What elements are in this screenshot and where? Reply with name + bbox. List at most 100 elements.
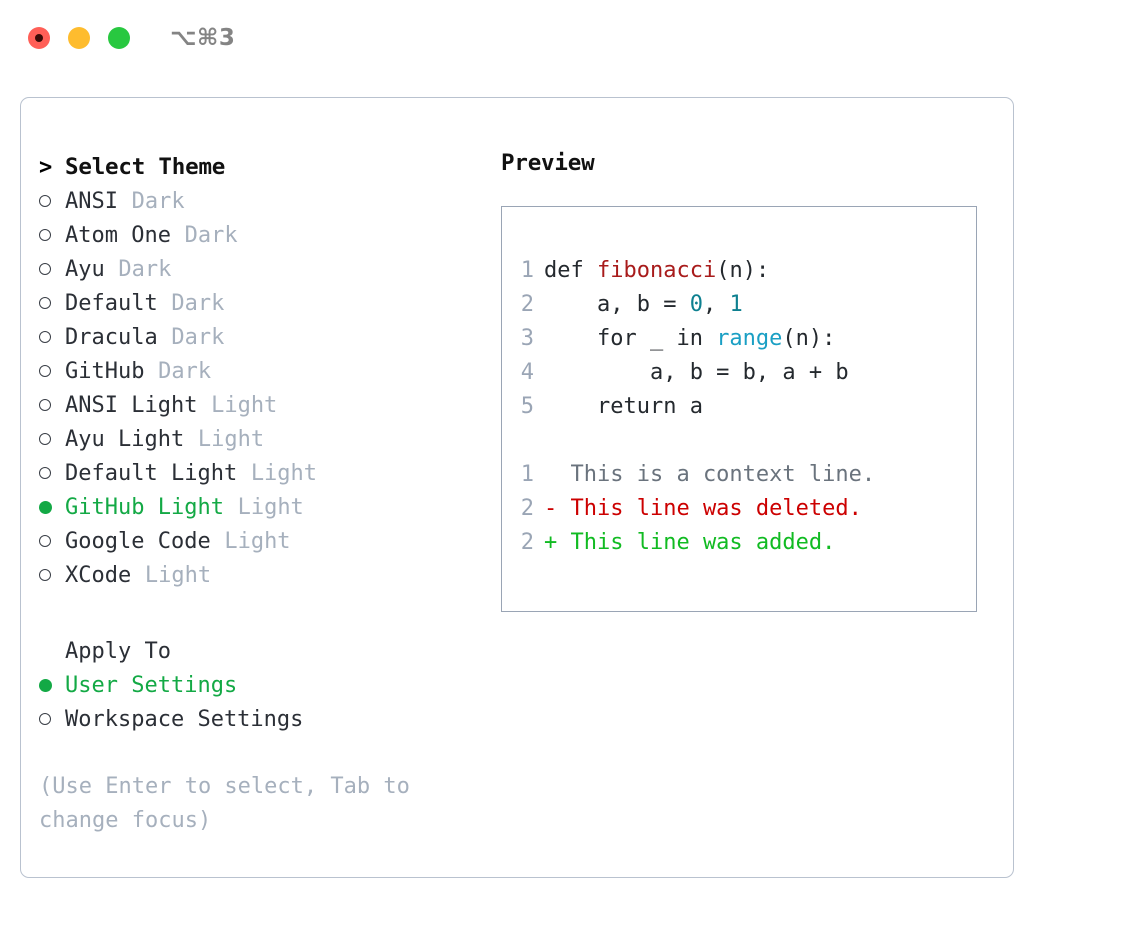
code-token: , bbox=[702, 291, 730, 317]
theme-item-tag: Light bbox=[144, 562, 212, 588]
code-diff-spacer bbox=[502, 423, 976, 457]
radio-unselected-icon[interactable] bbox=[39, 467, 65, 479]
theme-item-tag: Dark bbox=[171, 324, 225, 350]
line-number: 4 bbox=[520, 359, 534, 385]
hint-line-1: (Use Enter to select, Tab to bbox=[39, 774, 410, 799]
close-button[interactable] bbox=[28, 27, 50, 49]
radio-unselected-icon[interactable] bbox=[39, 229, 65, 241]
code-line-content: def fibonacci(n): bbox=[544, 258, 769, 283]
radio-dot bbox=[39, 433, 51, 445]
radio-unselected-icon[interactable] bbox=[39, 365, 65, 377]
apply-to-option[interactable]: User Settings bbox=[39, 668, 469, 702]
radio-unselected-icon[interactable] bbox=[39, 399, 65, 411]
radio-dot bbox=[39, 535, 51, 547]
theme-item-label: Ayu bbox=[65, 256, 105, 282]
theme-item-label: Default Light bbox=[65, 460, 238, 486]
radio-dot bbox=[39, 467, 51, 479]
theme-item-tag: Dark bbox=[184, 222, 238, 248]
select-theme-label: Select Theme bbox=[65, 154, 226, 180]
radio-unselected-icon[interactable] bbox=[39, 535, 65, 547]
theme-item[interactable]: Dracula Dark bbox=[39, 320, 469, 354]
code-line: 4 a, b = b, a + b bbox=[502, 355, 976, 389]
theme-item-label: ANSI Light bbox=[65, 392, 198, 418]
theme-item-tag: Dark bbox=[118, 256, 172, 282]
theme-item-tag: Dark bbox=[171, 290, 225, 316]
apply-to-option-label: User Settings bbox=[65, 672, 238, 698]
code-line: 5 return a bbox=[502, 389, 976, 423]
line-number: 2 bbox=[520, 291, 534, 317]
radio-selected-icon[interactable] bbox=[39, 500, 65, 514]
theme-item[interactable]: XCode Light bbox=[39, 558, 469, 592]
radio-unselected-icon[interactable] bbox=[39, 297, 65, 309]
window-shortcut-label: ⌥⌘3 bbox=[170, 25, 236, 51]
preview-title: Preview bbox=[501, 150, 595, 176]
theme-item[interactable]: Default Dark bbox=[39, 286, 469, 320]
line-number: 2 bbox=[520, 529, 534, 555]
prompt-marker-icon: > bbox=[39, 154, 53, 180]
radio-dot bbox=[39, 399, 51, 411]
line-number: 5 bbox=[520, 393, 534, 419]
radio-unselected-icon[interactable] bbox=[39, 713, 65, 725]
theme-item-tag: Light bbox=[211, 392, 278, 418]
select-theme-header: > Select Theme bbox=[39, 150, 469, 184]
theme-item-label: Default bbox=[65, 290, 158, 316]
radio-unselected-icon[interactable] bbox=[39, 433, 65, 445]
hint-line-2: change focus) bbox=[39, 808, 212, 833]
maximize-button[interactable] bbox=[108, 27, 130, 49]
code-line-content: a, b = 0, 1 bbox=[544, 292, 743, 317]
theme-item[interactable]: Ayu Dark bbox=[39, 252, 469, 286]
line-number: 1 bbox=[520, 461, 534, 487]
radio-dot bbox=[39, 195, 51, 207]
code-token: 1 bbox=[729, 291, 743, 317]
apply-to-header: Apply To bbox=[65, 638, 171, 664]
theme-item-label: XCode bbox=[65, 562, 132, 588]
theme-item-label: Google Code bbox=[65, 528, 211, 554]
theme-item-label: GitHub bbox=[65, 358, 145, 384]
radio-unselected-icon[interactable] bbox=[39, 263, 65, 275]
line-number: 3 bbox=[520, 325, 534, 351]
code-token: (n): bbox=[716, 257, 770, 283]
theme-item[interactable]: Google Code Light bbox=[39, 524, 469, 558]
radio-dot bbox=[39, 500, 52, 514]
theme-item-label: Ayu Light bbox=[65, 426, 185, 452]
diff-line-content: + This line was added. bbox=[544, 529, 836, 555]
theme-item[interactable]: ANSI Light Light bbox=[39, 388, 469, 422]
window-titlebar: ⌥⌘3 bbox=[0, 0, 1140, 76]
code-line-content: return a bbox=[544, 394, 703, 419]
diff-line-content: - This line was deleted. bbox=[544, 495, 862, 521]
code-token: return a bbox=[544, 393, 703, 419]
radio-selected-icon[interactable] bbox=[39, 678, 65, 692]
section-spacer bbox=[39, 592, 469, 634]
diff-block: 1 This is a context line. 2 - This line wa… bbox=[502, 457, 976, 559]
code-token: def bbox=[544, 257, 597, 283]
radio-dot bbox=[39, 297, 51, 309]
minimize-button[interactable] bbox=[68, 27, 90, 49]
code-line-content: for _ in range(n): bbox=[544, 326, 835, 351]
code-token: a, b = b, a + b bbox=[544, 359, 849, 385]
theme-item-label: Dracula bbox=[65, 324, 158, 350]
radio-unselected-icon[interactable] bbox=[39, 331, 65, 343]
code-line: 2 a, b = 0, 1 bbox=[502, 287, 976, 321]
radio-unselected-icon[interactable] bbox=[39, 195, 65, 207]
theme-item-tag: Dark bbox=[131, 188, 185, 214]
theme-item-tag: Light bbox=[237, 494, 304, 520]
diff-line: 1 This is a context line. bbox=[502, 457, 976, 491]
apply-to-option[interactable]: Workspace Settings bbox=[39, 702, 469, 736]
theme-item-tag: Light bbox=[224, 528, 291, 554]
code-token: for _ in bbox=[544, 325, 717, 351]
radio-unselected-icon[interactable] bbox=[39, 569, 65, 581]
radio-dot bbox=[39, 713, 51, 725]
radio-dot bbox=[39, 263, 51, 275]
